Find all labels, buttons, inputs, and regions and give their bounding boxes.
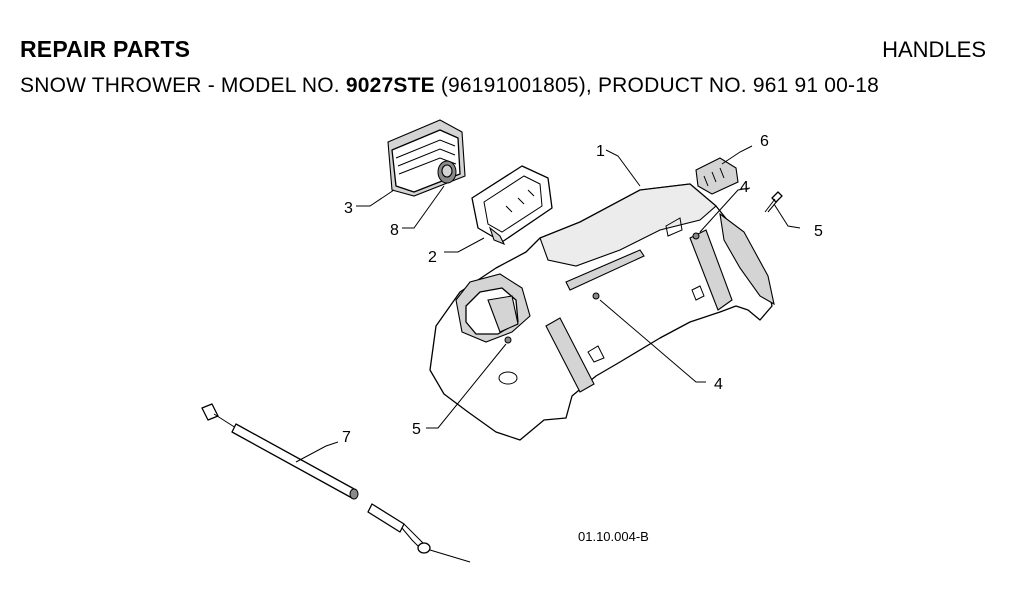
callout-7: 7 bbox=[342, 429, 351, 446]
section-category: HANDLES bbox=[882, 37, 986, 62]
part-headlight bbox=[387, 119, 466, 197]
callout-6: 6 bbox=[760, 133, 769, 150]
leader-lines bbox=[295, 145, 801, 463]
part-switch bbox=[695, 157, 739, 195]
callout-1: 1 bbox=[596, 143, 605, 160]
section-title: REPAIR PARTS bbox=[20, 36, 191, 62]
part-screw-right bbox=[764, 191, 783, 213]
part-handle-panel bbox=[429, 183, 775, 441]
subtitle-suffix: (96191001805), PRODUCT NO. 961 91 00-18 bbox=[434, 74, 880, 97]
callout-5-left: 5 bbox=[412, 421, 421, 438]
callout-4-lower: 4 bbox=[714, 376, 723, 393]
model-number: 9027STE bbox=[345, 74, 435, 97]
subtitle-prefix: SNOW THROWER - MODEL NO. bbox=[20, 74, 346, 97]
part-bezel bbox=[471, 165, 553, 246]
part-cable bbox=[201, 403, 471, 563]
drawing-reference: 01.10.004-B bbox=[578, 529, 649, 544]
callout-8: 8 bbox=[390, 222, 399, 239]
callout-5-right: 5 bbox=[814, 223, 823, 240]
model-subtitle: SNOW THROWER - MODEL NO. 9027STE (961910… bbox=[20, 74, 879, 98]
callout-3: 3 bbox=[344, 200, 353, 217]
callout-4-upper: 4 bbox=[740, 179, 749, 196]
callout-2: 2 bbox=[428, 249, 437, 266]
